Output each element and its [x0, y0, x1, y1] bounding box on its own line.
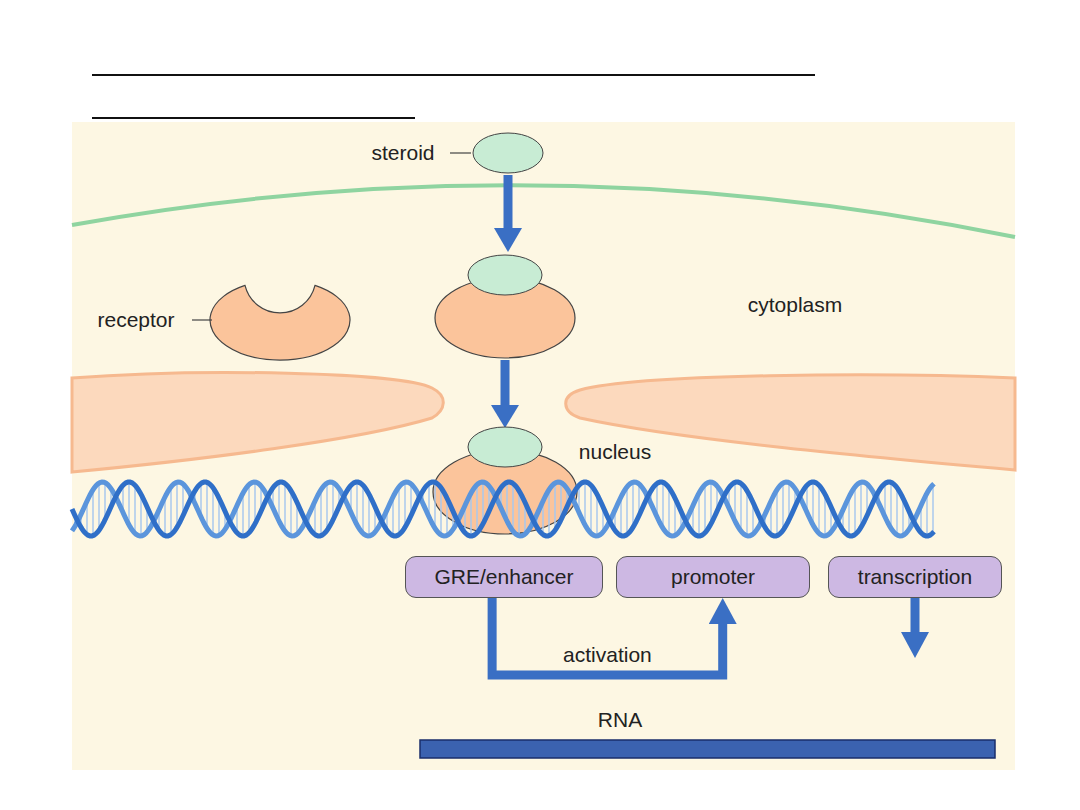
- base-pair: [176, 482, 178, 527]
- dna-strand: [72, 482, 934, 536]
- base-pair: [326, 483, 328, 530]
- box-text: GRE/enhancer: [435, 565, 574, 589]
- part-label: nucleus: [579, 440, 651, 464]
- edge-label: activation: [560, 643, 655, 667]
- arrow-head: [901, 632, 929, 658]
- base-pair: [170, 487, 172, 535]
- base-pair: [320, 490, 322, 536]
- base-pair: [554, 483, 556, 530]
- box-text: transcription: [858, 565, 972, 589]
- base-pair: [860, 482, 862, 527]
- base-pair: [548, 490, 550, 536]
- leader-line: [450, 152, 471, 153]
- base-pair: [434, 482, 436, 528]
- title-rule: [92, 74, 815, 76]
- base-pair: [782, 483, 784, 530]
- base-pair: [668, 488, 670, 535]
- base-pair: [440, 488, 442, 535]
- part-label: steroid: [371, 141, 434, 165]
- base-pair: [98, 483, 100, 530]
- base-pair: [476, 485, 478, 533]
- base-pair: [398, 487, 400, 535]
- base-pair: [776, 490, 778, 536]
- base-pair: [896, 488, 898, 535]
- part-label: RNA: [598, 708, 642, 732]
- part-label: cytoplasm: [748, 293, 843, 317]
- base-pair: [92, 490, 94, 536]
- steroid-molecule: [468, 255, 542, 295]
- leader-line: [192, 319, 212, 320]
- dna-helix: [72, 482, 934, 536]
- base-pair: [626, 487, 628, 535]
- steroid-molecule: [468, 427, 542, 467]
- base-pair: [134, 485, 136, 533]
- base-pair: [404, 482, 406, 527]
- base-pair: [662, 482, 664, 528]
- arrow-head: [494, 228, 522, 252]
- base-pair: [284, 483, 286, 531]
- rna-strand: [420, 740, 995, 758]
- base-pair: [746, 491, 748, 536]
- arrow-head: [491, 405, 519, 428]
- base-pair: [632, 482, 634, 527]
- process-box: GRE/enhancer: [405, 556, 603, 598]
- base-pair: [704, 485, 706, 533]
- flow-arrow: [504, 175, 513, 230]
- base-pair: [518, 491, 520, 536]
- base-pair: [362, 485, 364, 533]
- cell-ground: [72, 122, 1015, 770]
- dna-strand: [72, 482, 934, 536]
- steroid-molecule: [473, 133, 543, 173]
- base-pair: [932, 485, 934, 533]
- cell-membrane: [72, 185, 1015, 237]
- receptor-shape: [210, 285, 350, 360]
- base-pair: [854, 487, 856, 535]
- base-pair: [890, 482, 892, 528]
- nuclear-envelope: [566, 375, 1015, 470]
- base-pair: [212, 488, 214, 535]
- base-pair: [206, 482, 208, 528]
- process-box: transcription: [828, 556, 1002, 598]
- base-pair: [512, 483, 514, 531]
- base-pair: [740, 483, 742, 531]
- flow-arrow: [911, 598, 920, 634]
- title-rule: [92, 117, 415, 119]
- base-pair: [818, 485, 820, 533]
- process-box: promoter: [616, 556, 810, 598]
- base-pair: [590, 485, 592, 533]
- part-label: receptor: [97, 308, 174, 332]
- activation-connector: [492, 598, 723, 675]
- base-pair: [290, 491, 292, 536]
- base-pair: [248, 485, 250, 533]
- nuclear-envelope: [72, 373, 443, 472]
- box-text: promoter: [671, 565, 755, 589]
- flow-arrow: [501, 360, 510, 407]
